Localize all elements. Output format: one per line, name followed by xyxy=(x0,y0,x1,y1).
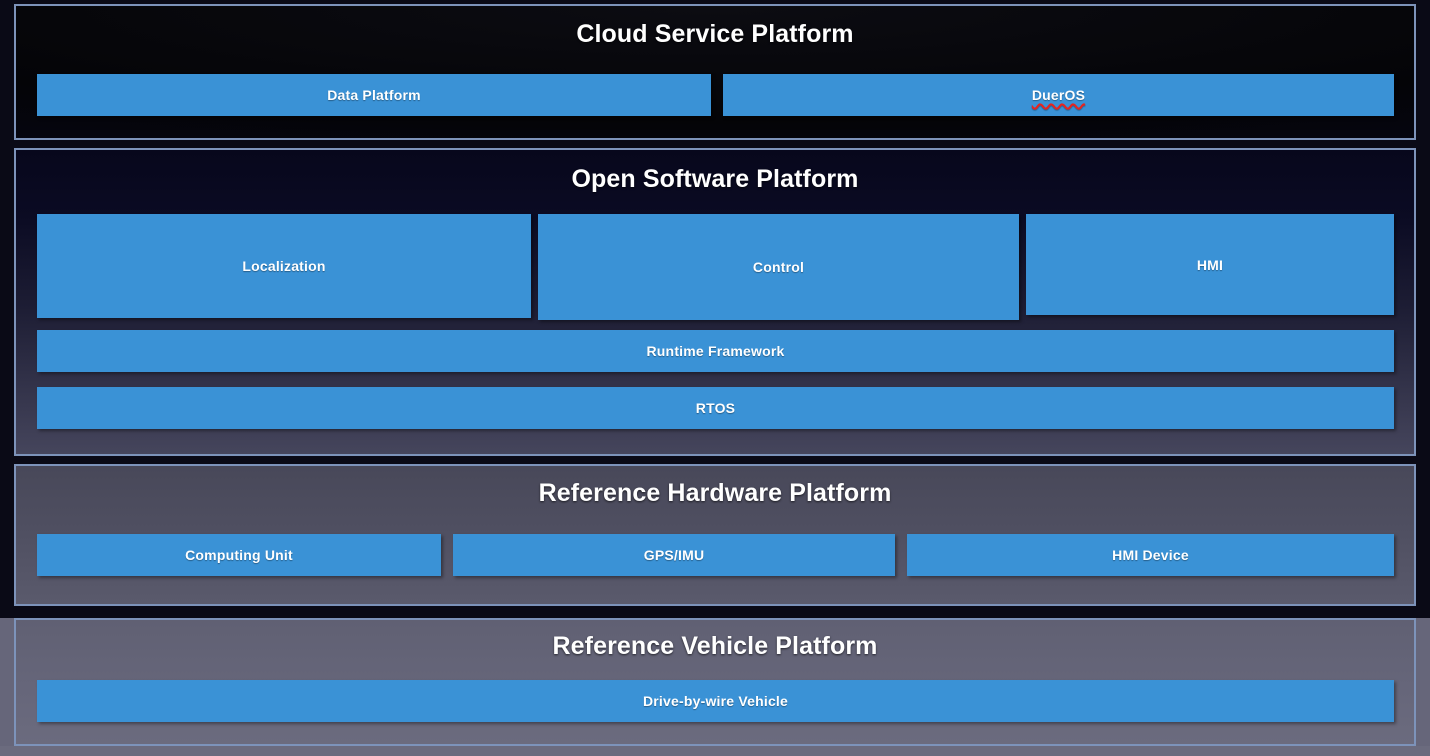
section-title-cloud-service-platform: Cloud Service Platform xyxy=(576,20,854,48)
section-cloud-service-platform: Cloud Service Platform Data Platform Due… xyxy=(14,4,1416,140)
box-label-computing-unit: Computing Unit xyxy=(185,547,293,563)
section-reference-vehicle-platform: Reference Vehicle Platform Drive-by-wire… xyxy=(14,618,1416,746)
box-computing-unit[interactable]: Computing Unit xyxy=(37,534,441,576)
box-label-hmi-device: HMI Device xyxy=(1112,547,1189,563)
box-dueros[interactable]: DuerOS xyxy=(723,74,1394,116)
box-gps-imu[interactable]: GPS/IMU xyxy=(453,534,895,576)
box-label-drive-by-wire-vehicle: Drive-by-wire Vehicle xyxy=(642,693,789,709)
box-localization[interactable]: Localization xyxy=(37,214,531,318)
section-reference-hardware-platform: Reference Hardware Platform Computing Un… xyxy=(14,464,1416,606)
box-label-localization: Localization xyxy=(242,258,326,274)
box-hmi-device[interactable]: HMI Device xyxy=(907,534,1394,576)
box-runtime-framework[interactable]: Runtime Framework xyxy=(37,330,1394,372)
box-drive-by-wire-vehicle[interactable]: Drive-by-wire Vehicle xyxy=(37,680,1394,722)
section-open-software-platform: Open Software Platform Localization Cont… xyxy=(14,148,1416,456)
box-rtos[interactable]: RTOS xyxy=(37,387,1394,429)
vehicle-section-left-bleed xyxy=(0,618,14,756)
section-title-open-software-platform: Open Software Platform xyxy=(571,165,859,193)
box-data-platform[interactable]: Data Platform xyxy=(37,74,711,116)
vehicle-section-right-bleed xyxy=(1416,618,1430,756)
box-label-data-platform: Data Platform xyxy=(327,87,421,103)
canvas-bottom-bleed xyxy=(0,746,1430,756)
section-title-reference-vehicle-platform: Reference Vehicle Platform xyxy=(552,632,878,660)
box-label-gps-imu: GPS/IMU xyxy=(643,547,705,563)
box-label-runtime-framework: Runtime Framework xyxy=(646,343,785,359)
box-label-dueros: DuerOS xyxy=(1031,87,1086,103)
section-title-reference-hardware-platform: Reference Hardware Platform xyxy=(538,479,892,507)
box-label-control: Control xyxy=(752,259,805,275)
box-label-hmi: HMI xyxy=(1196,256,1224,273)
box-label-rtos: RTOS xyxy=(695,400,736,416)
box-hmi[interactable]: HMI xyxy=(1026,214,1394,315)
box-control[interactable]: Control xyxy=(538,214,1019,320)
